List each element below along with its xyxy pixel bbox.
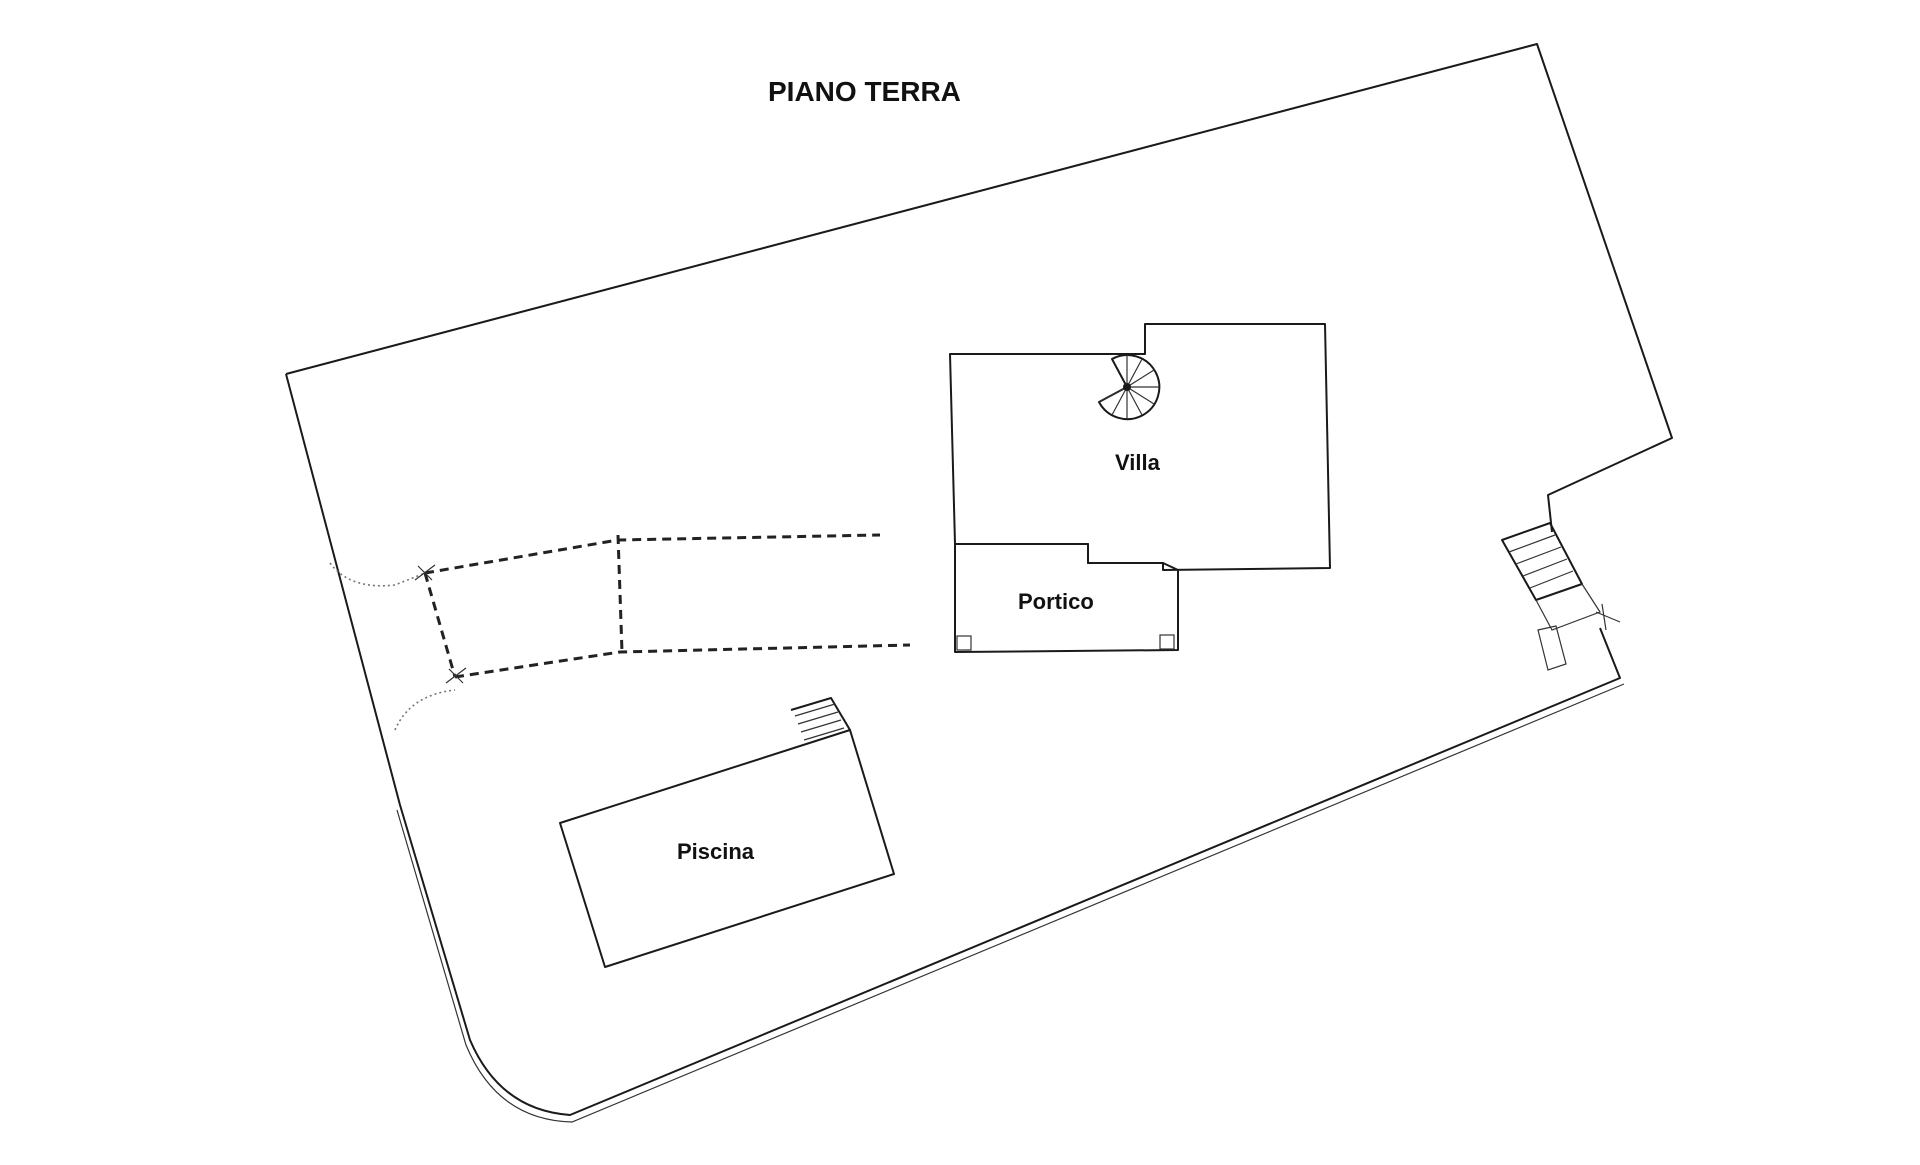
plan-title: PIANO TERRA [768,76,961,107]
pool [559,697,895,968]
portico-column [1159,634,1175,650]
villa-label: Villa [1115,450,1161,475]
piscina-label: Piscina [677,839,755,864]
garden-path [329,533,911,731]
portico-label: Portico [1018,589,1094,614]
villa-building [949,323,1331,571]
property-boundary [285,43,1673,1123]
spiral-staircase-icon [1098,354,1161,421]
portico-area [954,543,1179,653]
entrance-staircase [1501,522,1621,671]
portico-column [956,635,972,651]
